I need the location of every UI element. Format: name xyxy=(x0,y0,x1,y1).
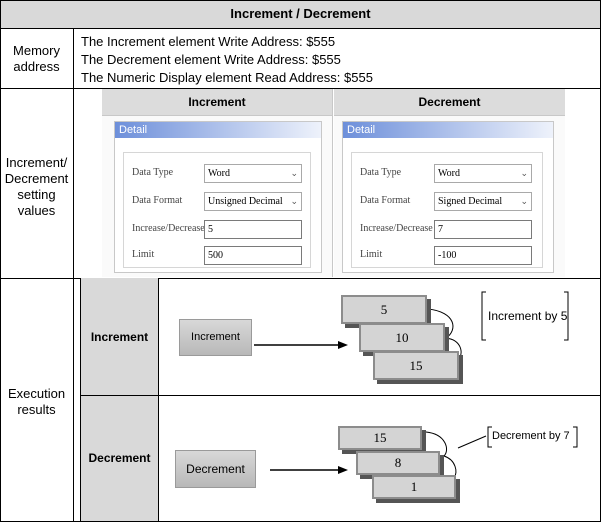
table-title: Increment / Decrement xyxy=(230,6,371,21)
increment-settings-panel: Increment Detail Data Type Word ⌄ Data F… xyxy=(102,89,333,277)
limit-label: Limit xyxy=(360,249,383,260)
chevron-down-icon: ⌄ xyxy=(520,168,528,178)
table-divider xyxy=(73,28,74,522)
data-format-value: Unsigned Decimal xyxy=(208,196,283,207)
callout-bracket-right xyxy=(564,291,569,341)
chevron-down-icon: ⌄ xyxy=(290,196,298,206)
header-band xyxy=(0,0,601,28)
numeric-display: 1 xyxy=(372,475,456,499)
data-type-value: Word xyxy=(438,168,460,179)
numeric-display: 15 xyxy=(338,426,422,450)
memory-label-text: Memory address xyxy=(13,43,60,74)
decrement-settings-panel: Decrement Detail Data Type Word ⌄ Data F… xyxy=(334,89,565,277)
execution-label-column xyxy=(81,278,158,521)
table-border-top xyxy=(0,0,601,1)
callout-bracket-right xyxy=(573,426,578,448)
chevron-down-icon: ⌄ xyxy=(520,196,528,206)
numeric-display: 8 xyxy=(356,451,440,475)
data-format-select[interactable]: Unsigned Decimal ⌄ xyxy=(204,192,302,211)
decrement-button[interactable]: Decrement xyxy=(175,450,256,488)
execution-label-text: Execution results xyxy=(7,386,66,417)
data-format-label: Data Format xyxy=(132,195,183,206)
table-divider xyxy=(81,395,600,396)
increment-row-label: Increment xyxy=(90,330,149,344)
limit-label: Limit xyxy=(132,249,155,260)
decrement-detail-title: Detail xyxy=(343,122,553,138)
decrement-note: Decrement by 7 xyxy=(492,430,570,442)
increment-fields-box: Data Type Word ⌄ Data Format Unsigned De… xyxy=(123,152,311,268)
step-label: Increase/Decrease xyxy=(360,223,433,234)
table-divider xyxy=(0,28,601,29)
limit-input[interactable]: -100 xyxy=(434,246,532,265)
memory-line-display: The Numeric Display element Read Address… xyxy=(81,70,373,85)
increment-settings-heading: Increment xyxy=(102,89,332,116)
step-label: Increase/Decrease xyxy=(132,223,205,234)
table-divider xyxy=(80,278,81,521)
data-type-label: Data Type xyxy=(132,167,174,178)
data-type-label: Data Type xyxy=(360,167,402,178)
table-border-bottom xyxy=(0,521,601,522)
numeric-display: 5 xyxy=(341,295,427,324)
memory-line-increment: The Increment element Write Address: $55… xyxy=(81,34,336,49)
data-type-value: Word xyxy=(208,168,230,179)
memory-row-label: Memory address xyxy=(0,43,73,75)
data-format-value: Signed Decimal xyxy=(438,196,503,207)
step-input[interactable]: 7 xyxy=(434,220,532,239)
increment-button[interactable]: Increment xyxy=(179,319,252,356)
decrement-fields-box: Data Type Word ⌄ Data Format Signed Deci… xyxy=(351,152,543,268)
connector-curve xyxy=(425,431,448,457)
table-divider xyxy=(0,88,601,89)
arrow-head xyxy=(338,341,348,349)
settings-row-label: Increment/ Decrement setting values xyxy=(0,155,73,219)
data-format-select[interactable]: Signed Decimal ⌄ xyxy=(434,192,532,211)
execution-arrows xyxy=(254,291,578,479)
chevron-down-icon: ⌄ xyxy=(290,168,298,178)
execution-row-label: Execution results xyxy=(0,386,73,418)
data-type-select[interactable]: Word ⌄ xyxy=(204,164,302,183)
decrement-detail-box: Detail Data Type Word ⌄ Data Format Sign… xyxy=(342,121,554,273)
increment-detail-title: Detail xyxy=(115,122,321,138)
numeric-display: 10 xyxy=(359,323,445,352)
arrow-head xyxy=(338,466,348,474)
step-input[interactable]: 5 xyxy=(204,220,302,239)
increment-note: Increment by 5 xyxy=(488,309,568,323)
limit-input[interactable]: 500 xyxy=(204,246,302,265)
callout-bracket-left xyxy=(481,291,486,341)
memory-line-decrement: The Decrement element Write Address: $55… xyxy=(81,52,341,67)
increment-detail-box: Detail Data Type Word ⌄ Data Format Unsi… xyxy=(114,121,322,273)
table-divider xyxy=(158,278,159,521)
callout-bracket-left xyxy=(487,426,492,448)
settings-label-text: Increment/ Decrement setting values xyxy=(4,155,69,218)
data-type-select[interactable]: Word ⌄ xyxy=(434,164,532,183)
data-format-label: Data Format xyxy=(360,195,411,206)
decrement-settings-heading: Decrement xyxy=(334,89,565,116)
table-border-left xyxy=(0,0,1,522)
callout-leader xyxy=(457,435,487,449)
table-divider xyxy=(0,278,601,279)
decrement-row-label: Decrement xyxy=(88,451,151,465)
numeric-display: 15 xyxy=(373,351,459,380)
